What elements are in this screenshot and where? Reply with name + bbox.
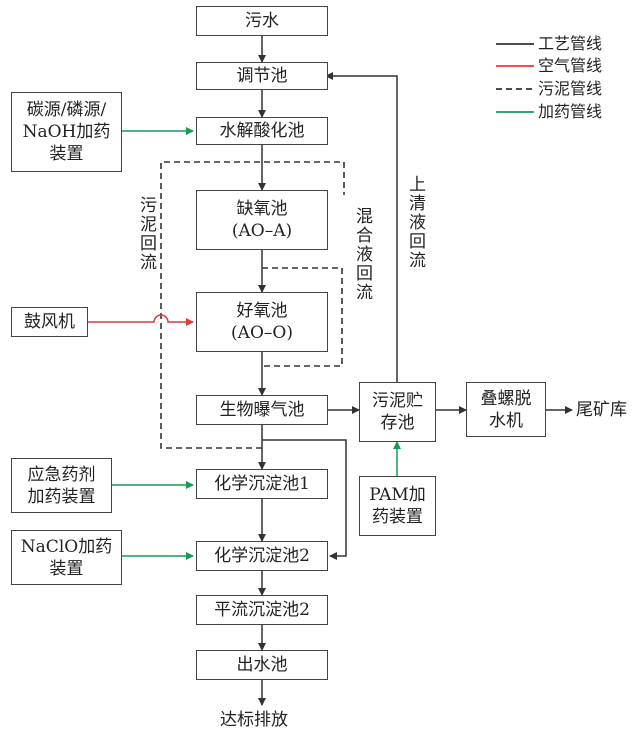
sludge-return-line (160, 161, 345, 449)
pam-dosing-line-2: 药装置 (372, 507, 423, 527)
outlet-tank-box: 出水池 (196, 650, 328, 680)
carbon-dosing-line-1: 碳源/磷源/ (26, 100, 107, 120)
hydrolysis-tank-box: 水解酸化池 (196, 117, 328, 145)
flow-supernatant-return (325, 72, 398, 382)
sewage-label: 污水 (245, 11, 279, 31)
aeration-tank-label: 生物曝气池 (219, 400, 305, 420)
carbon-dosing-line-3: 装置 (49, 144, 84, 164)
discharge-label: 达标排放 (220, 710, 288, 730)
sewage-box: 污水 (196, 6, 328, 36)
chem-settling-2-box: 化学沉淀池2 (196, 541, 328, 571)
anoxic-tank-code: (AO–A) (231, 221, 293, 241)
regulating-tank-box: 调节池 (196, 62, 328, 90)
pam-dosing-line-1: PAM加 (369, 485, 426, 505)
naclo-dosing-line-2: 装置 (49, 558, 84, 579)
aerobic-tank-box: 好氧池 (AO–O) (196, 292, 328, 352)
legend-process-label: 工艺管线 (538, 34, 603, 53)
chem-settling-1-label: 化学沉淀池1 (214, 474, 310, 494)
flow-branch-to-chem2 (262, 439, 347, 560)
regulating-tank-label: 调节池 (236, 66, 288, 86)
blower-label: 鼓风机 (24, 312, 75, 332)
legend-sludge-label: 污泥管线 (538, 79, 603, 98)
hydrolysis-tank-label: 水解酸化池 (219, 121, 305, 141)
advection-settling-2-box: 平流沉淀池2 (196, 595, 328, 625)
anoxic-tank-label: 缺氧池 (236, 199, 288, 219)
carbon-dosing-line-2: NaOH加药 (22, 122, 111, 142)
pam-dosing-box: PAM加 药装置 (359, 476, 436, 536)
sludge-storage-line-1: 污泥贮 (372, 391, 423, 411)
sludge-storage-box: 污泥贮 存池 (359, 382, 436, 442)
mixed-liquor-return-line (262, 267, 343, 367)
screw-dewatering-line-2: 水机 (489, 410, 523, 431)
aeration-tank-box: 生物曝气池 (196, 395, 328, 425)
aerobic-tank-code: (AO–O) (231, 323, 293, 343)
blower-box: 鼓风机 (11, 307, 88, 337)
advection-settling-2-label: 平流沉淀池2 (214, 600, 310, 620)
anoxic-tank-box: 缺氧池 (AO–A) (196, 190, 328, 250)
tailings-label: 尾矿库 (576, 400, 627, 420)
legend-air-label: 空气管线 (538, 56, 603, 75)
naclo-dosing-line-1: NaClO加药 (20, 536, 113, 557)
screw-dewatering-box: 叠螺脱 水机 (466, 382, 546, 437)
chem-settling-1-box: 化学沉淀池1 (196, 469, 328, 499)
emergency-dosing-line-2: 加药装置 (27, 486, 96, 507)
legend-dosing-label: 加药管线 (538, 102, 603, 121)
naclo-dosing-box: NaClO加药 装置 (11, 530, 122, 585)
outlet-tank-label: 出水池 (236, 655, 288, 675)
screw-dewatering-line-1: 叠螺脱 (480, 388, 532, 409)
sludge-return-label: 污泥回流 (136, 196, 156, 272)
emergency-dosing-box: 应急药剂 加药装置 (11, 458, 112, 513)
sludge-storage-line-2: 存池 (380, 413, 415, 433)
mixed-liquor-return-label: 混合液回流 (352, 207, 372, 302)
supernatant-return-label: 上清液回流 (405, 175, 425, 270)
aerobic-tank-label: 好氧池 (236, 301, 288, 321)
emergency-dosing-line-1: 应急药剂 (27, 464, 96, 485)
chem-settling-2-label: 化学沉淀池2 (214, 546, 310, 566)
air-line (88, 314, 194, 326)
carbon-dosing-box: 碳源/磷源/ NaOH加药 装置 (11, 92, 122, 172)
